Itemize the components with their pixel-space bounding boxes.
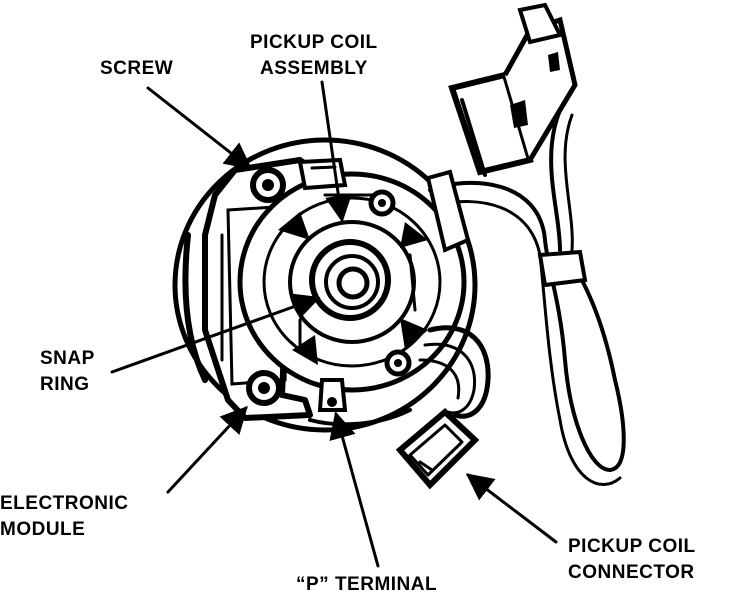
pickup-coil-connector-body: [395, 407, 480, 490]
electronic-module-leader: [166, 406, 248, 494]
label-screw: SCREW: [100, 58, 173, 79]
label-p-terminal: “P” TERMINAL: [296, 574, 437, 595]
label-pickup-coil-assembly-line1: PICKUP COIL: [250, 32, 378, 53]
pickup-coil-connector-leader: [465, 473, 558, 544]
pickup-coil-wires: [418, 325, 491, 419]
screw-leader: [146, 86, 253, 170]
p-terminal-leader: [329, 411, 380, 568]
p-terminal-tab: [317, 378, 348, 412]
label-pickup-coil-connector-line1: PICKUP COIL: [568, 536, 696, 557]
label-snap-ring-line2: RING: [40, 374, 90, 395]
module-screw-bottom: [246, 370, 282, 406]
label-pickup-coil-assembly-line2: ASSEMBLY: [260, 58, 368, 79]
pickup-coil-assembly-leader: [320, 80, 352, 223]
snap-ring: [309, 239, 391, 321]
label-electronic-module-line1: ELECTRONIC: [0, 493, 129, 514]
label-snap-ring-line1: SNAP: [40, 348, 95, 369]
module-screw-top: [250, 167, 286, 203]
snap-ring-leader: [110, 293, 321, 374]
wire-harness: [425, 108, 626, 487]
pickup-screw-top: [368, 189, 396, 217]
pickup-screw-bottom: [384, 349, 412, 377]
upper-harness-connector: [448, 2, 578, 177]
label-electronic-module-line2: MODULE: [0, 519, 85, 540]
distributor-housing: [172, 137, 478, 433]
label-pickup-coil-connector-line2: CONNECTOR: [568, 562, 695, 583]
